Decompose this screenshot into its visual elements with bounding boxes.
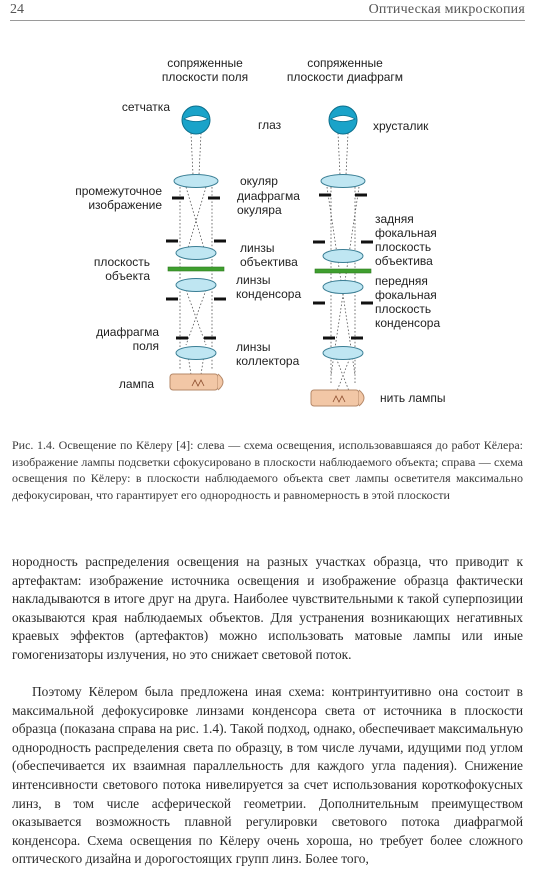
koehler-illumination-figure: сопряженные плоскости поля сетчатка пром… [0,55,533,425]
left-lamp-filament-icon [191,379,205,387]
figure-caption: Рис. 1.4. Освещение по Кёлеру [4]: слева… [12,438,523,502]
right-lens-1 [320,174,366,188]
right-ray-7 [336,354,352,392]
left-ray-0 [190,132,194,176]
right-lens-2 [322,249,364,263]
label-collector-lenses: линзы коллектора [236,340,300,368]
body-paragraph-2: Поэтому Кёлером была предложена иная схе… [12,684,523,867]
label-front-focal-plane: передняя фокальная плоскость конденсора [375,274,441,330]
label-intermediate-image: промежуточное изображение [75,184,162,212]
left-lens-3 [175,278,217,292]
label-objective-lenses: линзы объектива [240,241,298,269]
left-lens-1 [173,174,219,188]
label-field-diaphragm: диафрагма поля [96,325,159,353]
right-ray-0 [337,132,341,176]
left-lens-4 [175,346,217,360]
right-eye-lens [330,115,356,122]
label-retina: сетчатка [121,100,170,114]
label-lamp-filament: нить лампы [380,391,446,405]
left-ray-7 [185,289,207,346]
left-ray-5 [185,186,207,256]
right-lamp-cap [358,389,365,407]
left-specimen-stage [167,266,225,272]
label-back-focal-plane: задняя фокальная плоскость объектива [375,212,437,268]
label-lamp: лампа [118,377,154,391]
right-ray-1 [345,132,349,176]
label-conjugate-diaphragm-planes: сопряженные плоскости диафрагм [286,56,404,84]
label-eye: глаз [258,118,282,132]
right-lamp-filament-icon [332,395,346,403]
left-ray-1 [198,132,202,176]
left-lens-2 [175,246,217,260]
label-conjugate-field-planes: сопряженные плоскости поля [161,56,249,84]
running-title: Оптическая микроскопия [368,2,525,17]
left-eye-lens [183,115,209,122]
body-paragraph-1: нородность распределения освещения на ра… [12,554,523,662]
page-header: 24 Оптическая микроскопия [10,0,525,21]
right-lens-3 [322,280,364,294]
left-ray-4 [185,186,207,256]
label-eyepiece-diaphragm: диафрагма окуляра [237,189,300,217]
right-ray-6 [334,354,350,392]
label-eyepiece: окуляр [240,174,278,188]
page-number: 24 [10,2,24,17]
right-specimen-stage [314,268,372,274]
right-lens-4 [322,346,364,360]
label-object-plane: плоскость объекта [93,255,150,283]
label-condenser-lenses: линзы конденсора [236,273,302,301]
left-lamp-cap [217,373,224,391]
optical-diagram [166,105,373,407]
label-crystalline-lens: хрусталик [373,119,429,133]
